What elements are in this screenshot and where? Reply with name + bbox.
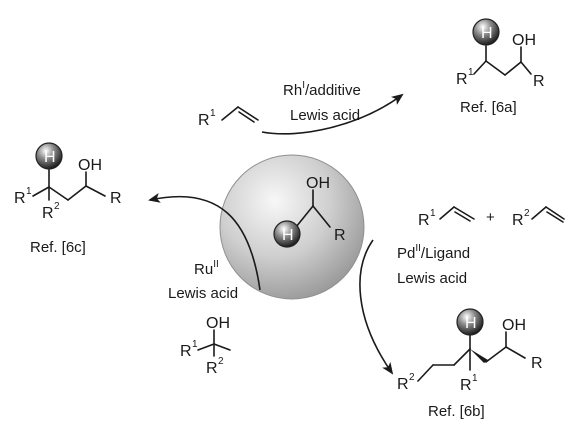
right-lewis-acid: Lewis acid [397,270,467,287]
top-arrow [261,93,404,135]
6b-r2: R [397,376,409,393]
left-alcohol-r2-sup: 2 [218,356,224,367]
central-h-label: H [282,227,294,244]
left-arrow [148,193,261,291]
left-alcohol-reagent: OH R 1 R 2 [180,315,231,377]
6b-h: H [465,315,477,332]
right-arrow [359,239,394,375]
6b-h-ball-icon [456,308,484,336]
6c-r1-sup: 1 [26,186,32,197]
central-r-label: R [334,227,346,244]
top-alkene-r: R [198,112,210,129]
top-conditions: RhI/additive Lewis acid [283,80,361,124]
6c-r: R [110,190,122,207]
right-conditions: PdII/Ligand Lewis acid [397,243,470,287]
central-h-ball-icon [273,220,301,248]
product-6b: R 2 OH R R 1 H Ref. [6b] [397,308,543,420]
left-catalyst: RuII [194,259,219,278]
left-conditions: RuII Lewis acid [168,259,238,302]
6c-h: H [44,149,56,166]
6a-h: H [481,25,493,42]
top-alkene-reagent: R 1 [198,106,259,129]
6b-r: R [531,355,543,372]
top-catalyst: RhI/additive [283,80,361,99]
right-alkene1-r1: R [418,212,430,229]
6c-h-ball-icon [35,142,63,170]
6a-h-ball-icon [472,18,500,46]
left-alcohol-r1: R [180,343,192,360]
6c-r1: R [14,190,26,207]
left-alcohol-r1-sup: 1 [192,339,198,350]
right-alkene2-r2-sup: 2 [524,208,530,219]
right-alkene1-r1-sup: 1 [430,208,436,219]
6c-r2: R [42,205,54,222]
ref-6a-label: Ref. [6a] [460,99,517,116]
product-6a: R 1 OH R H Ref. [6a] [456,18,545,116]
6b-oh: OH [502,317,526,334]
left-alcohol-r2: R [206,360,218,377]
right-catalyst: PdII/Ligand [397,243,470,262]
6a-r1: R [456,71,468,88]
6a-r1-sup: 1 [468,67,474,78]
ref-6c-label: Ref. [6c] [30,239,86,256]
6b-r1: R [460,377,472,394]
ref-6b-label: Ref. [6b] [428,403,485,420]
left-alcohol-oh: OH [206,315,230,332]
6c-r2-sup: 2 [54,201,60,212]
top-alkene-r-sup: 1 [210,108,216,119]
product-6c: H OH R R 1 R 2 Ref. [6c] [14,142,122,256]
right-alkene2-r2: R [512,212,524,229]
left-lewis-acid: Lewis acid [168,285,238,302]
right-alkene-reagents: R 1 + R 2 [418,206,565,229]
6b-r1-sup: 1 [472,373,478,384]
6b-r2-sup: 2 [409,372,415,383]
6c-oh: OH [78,157,102,174]
6a-oh: OH [512,32,536,49]
top-lewis-acid: Lewis acid [290,107,360,124]
plus-sign: + [486,209,495,226]
central-oh-label: OH [306,175,330,192]
6a-r: R [533,73,545,90]
central-substrate: OH R H [273,175,346,248]
